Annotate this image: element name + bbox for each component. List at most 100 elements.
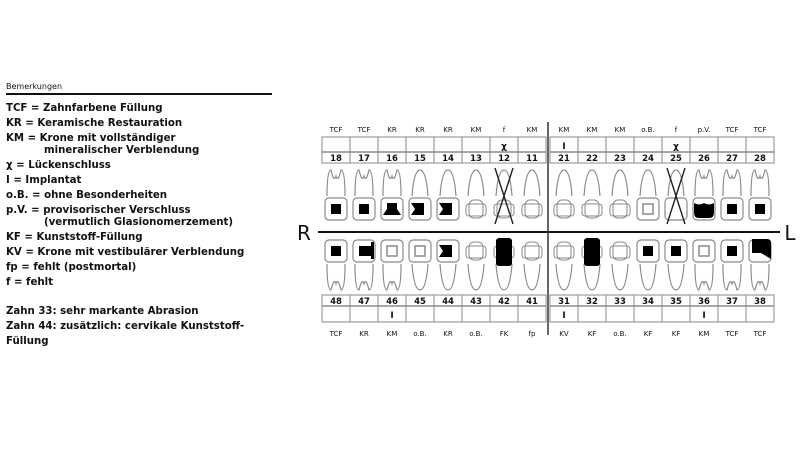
tooth-root [439, 169, 457, 197]
tooth-root [467, 263, 485, 291]
tooth-crown [692, 239, 716, 263]
tooth-root [439, 263, 457, 291]
tooth-crown [584, 199, 600, 219]
tooth-47 [352, 239, 376, 291]
tooth-11 [521, 169, 543, 219]
tooth-28 [748, 169, 772, 221]
tooth-crown [664, 239, 688, 263]
tooth-root [722, 263, 742, 291]
tooth-crown [468, 199, 484, 219]
upper-code-12: f [503, 126, 506, 134]
lower-code-32: KF [588, 330, 597, 338]
upper-number-22: 22 [586, 154, 598, 164]
legend-item: I = Implantat [6, 175, 82, 186]
tooth-17 [352, 169, 376, 221]
lower-number-43: 43 [470, 297, 482, 307]
upper-number-28: 28 [754, 154, 766, 164]
lower-number-41: 41 [526, 297, 538, 307]
upper-mark-12: χ [501, 142, 507, 152]
tooth-crown [380, 239, 404, 263]
note: Zahn 33: sehr markante Abrasion [6, 306, 199, 317]
upper-code-17: TCF [357, 126, 371, 134]
legend-item: KR = Keramische Restauration [6, 118, 183, 129]
legend-item: TCF = Zahnfarbene Füllung [6, 103, 163, 114]
tooth-crown [468, 241, 484, 261]
tooth-root [523, 263, 541, 291]
lower-mark-36: I [702, 311, 705, 321]
tooth-crown [524, 199, 540, 219]
filling [411, 203, 424, 215]
tooth-root [354, 263, 374, 291]
filling [671, 246, 681, 256]
side-right-label: R [297, 221, 311, 245]
lower-mark-46: I [390, 311, 393, 321]
tooth-18 [324, 169, 348, 221]
tooth-32 [581, 238, 603, 291]
tooth-root [354, 169, 374, 197]
tooth-33 [609, 241, 631, 291]
missing-cross [494, 167, 514, 225]
legend-item: p.V. = provisorischer Verschluss [6, 205, 191, 216]
tooth-45 [408, 239, 432, 291]
lower-number-37: 37 [726, 297, 738, 307]
legend-item: fp = fehlt (postmortal) [6, 262, 137, 273]
tooth-43 [465, 241, 487, 291]
tooth-root [382, 169, 402, 197]
tooth-26 [692, 169, 716, 221]
legend-list: TCF = Zahnfarbene Füllung KR = Keramisch… [6, 101, 272, 290]
legend-item: χ = Lückenschluss [6, 160, 111, 171]
filling-outline [414, 245, 426, 257]
filling [359, 242, 374, 259]
tooth-root [639, 169, 657, 197]
notes: Zahn 33: sehr markante Abrasion Zahn 44:… [6, 304, 272, 349]
tooth-crown [324, 239, 348, 263]
tooth-23 [609, 169, 631, 219]
filling [439, 203, 452, 215]
upper-number-15: 15 [414, 154, 426, 164]
filling [643, 246, 653, 256]
tooth-root [495, 169, 513, 197]
tooth-crown-outline [609, 245, 631, 259]
tooth-root [694, 263, 714, 291]
upper-number-21: 21 [558, 154, 570, 164]
tooth-crown-outline [465, 203, 487, 217]
lower-code-35: KF [672, 330, 681, 338]
tooth-root [583, 169, 601, 197]
legend-item-continued: mineralischer Verblendung [44, 145, 200, 156]
tooth-27 [720, 169, 744, 221]
filling-outline [386, 245, 398, 257]
tooth-root [611, 263, 629, 291]
lower-code-36: KM [699, 330, 710, 338]
upper-code-16: KR [387, 126, 397, 134]
tooth-crown [556, 199, 572, 219]
legend-item: f = fehlt [6, 277, 54, 288]
filling [496, 238, 512, 266]
upper-code-18: TCF [329, 126, 343, 134]
upper-number-16: 16 [386, 154, 398, 164]
lower-number-33: 33 [614, 297, 626, 307]
lower-number-38: 38 [754, 297, 766, 307]
lower-code-31: KV [559, 330, 569, 338]
filling-outline [698, 245, 710, 257]
legend-title: Bemerkungen [6, 82, 272, 95]
upper-number-18: 18 [330, 154, 342, 164]
upper-code-13: KM [471, 126, 482, 134]
upper-code-27: TCF [725, 126, 739, 134]
upper-number-12: 12 [498, 154, 510, 164]
filling [383, 203, 401, 215]
tooth-38 [748, 239, 772, 291]
upper-number-24: 24 [642, 154, 654, 164]
tooth-root [411, 169, 429, 197]
tooth-crown [612, 199, 628, 219]
legend-item: KV = Krone mit vestibulärer Verblendung [6, 247, 245, 258]
lower-code-42: FK [500, 330, 509, 338]
filling [584, 238, 600, 266]
upper-number-14: 14 [442, 154, 454, 164]
tooth-root [694, 169, 714, 197]
upper-code-21: KM [559, 126, 570, 134]
tooth-root [750, 263, 770, 291]
upper-code-14: KR [443, 126, 453, 134]
tooth-root [722, 169, 742, 197]
lower-number-32: 32 [586, 297, 598, 307]
lower-code-47: KR [359, 330, 369, 338]
